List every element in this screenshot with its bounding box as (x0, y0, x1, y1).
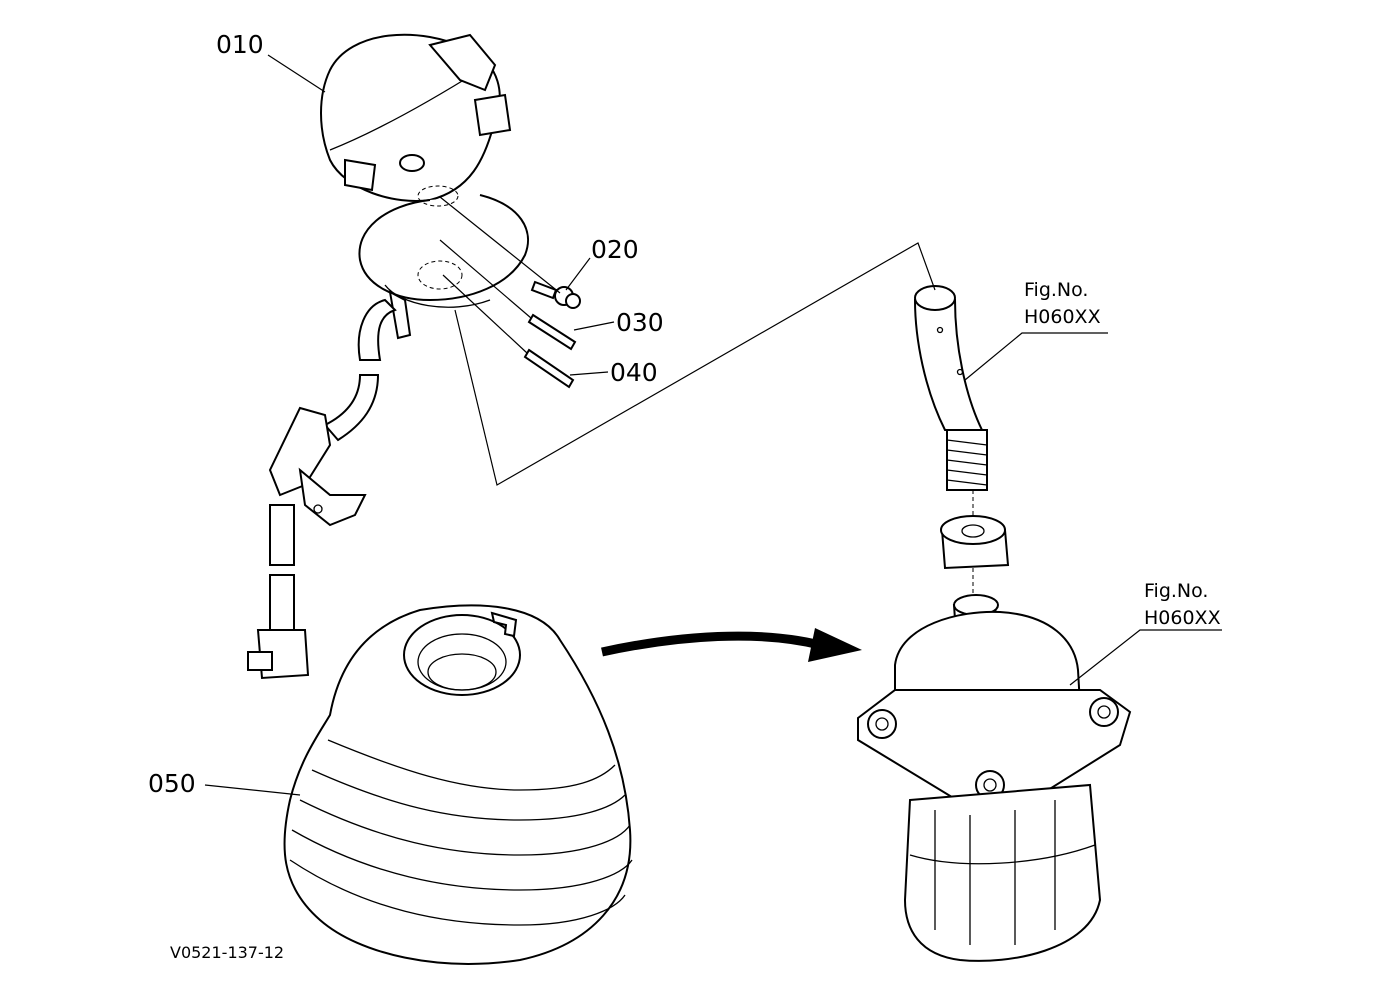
fig-reference-2-line2: H060XX (1144, 607, 1221, 629)
screw-and-pins (439, 196, 581, 389)
leader-lines (204, 54, 1222, 796)
fig-reference-2-line1: Fig.No. (1144, 580, 1208, 602)
grip-cable (247, 298, 397, 680)
labels: 010 020 030 040 050 Fig.No. H060XX Fig.N… (148, 30, 1221, 962)
lever-assembly (857, 285, 1132, 962)
callout-010: 010 (216, 30, 264, 59)
callout-050: 050 (148, 769, 196, 798)
fig-reference-1-line1: Fig.No. (1024, 279, 1088, 301)
rubber-boot (283, 604, 633, 965)
fig-reference-1-line2: H060XX (1024, 306, 1101, 328)
callout-040: 040 (610, 358, 658, 387)
assembly-arrow (601, 628, 862, 662)
joystick-grip (320, 33, 529, 340)
callout-030: 030 (616, 308, 664, 337)
callout-020: 020 (591, 235, 639, 264)
drawing-code: V0521-137-12 (170, 943, 284, 962)
